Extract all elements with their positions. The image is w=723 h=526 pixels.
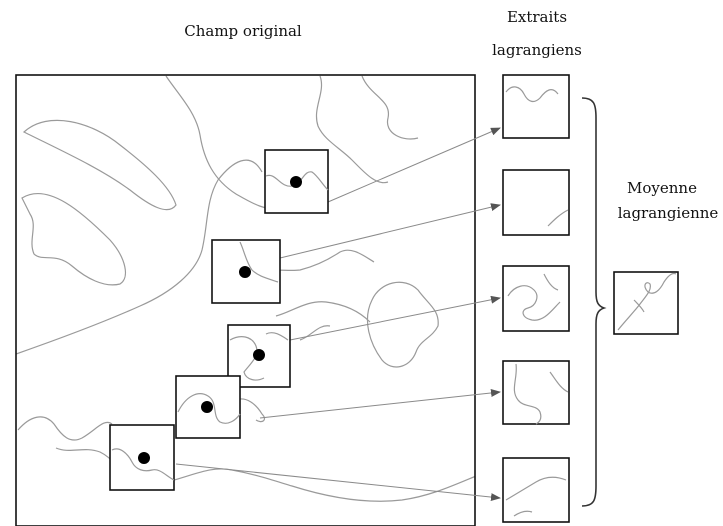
original-field-frame [15,74,476,526]
arrow-5 [175,463,501,502]
arrow-2 [279,203,501,259]
particle-dot-2 [239,266,251,278]
particle-dot-4 [201,401,213,413]
mean-title-line1: Moyenne [627,179,697,197]
particle-dot-3 [253,349,265,361]
extracts-title-line1: Extraits [507,8,567,26]
extract-box-4 [502,360,570,425]
sample-box-4 [175,375,241,439]
extracts-title-line2: lagrangiens [492,41,582,59]
particle-dot-1 [290,176,302,188]
extract-box-2 [502,169,570,236]
arrow-1 [327,127,501,203]
original-field-title: Champ original [184,22,302,40]
arrow-4 [259,388,501,419]
arrow-3 [289,295,501,341]
curly-brace [581,97,607,507]
extract-box-1 [502,74,570,139]
particle-dot-5 [138,452,150,464]
lagrangian-mean-box [613,271,679,335]
sample-box-1 [264,149,329,214]
sample-box-5 [109,424,175,491]
arrows [175,127,501,502]
extract-box-5 [502,457,570,523]
mean-title-line2: lagrangienne [618,204,719,222]
extract-box-3 [502,265,570,332]
sample-box-2 [211,239,281,304]
